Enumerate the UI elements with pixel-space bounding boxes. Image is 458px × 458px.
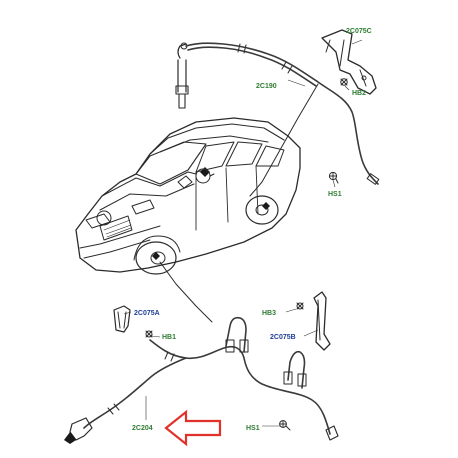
screw-hs1-bottom-icon [279,420,291,431]
vehicle-outline [75,117,301,275]
upper-sensor-harness [175,29,380,197]
label-2c190: 2C190 [256,83,277,90]
label-hs1-bottom: HS1 [246,425,260,432]
bolt-hb1-icon [145,330,153,338]
upper-leader-lines [287,39,363,188]
label-hb3: HB3 [262,310,276,317]
lower-leader-lines [123,308,319,427]
label-2c075b: 2C075B [270,334,296,341]
label-2c204: 2C204 [132,425,153,432]
label-2c075c: 2C075C [346,28,372,35]
label-2c075a: 2C075A [134,310,160,317]
label-hs1-top: HS1 [328,191,342,198]
arrow-left-outline-icon [164,409,222,447]
bolt-hb2-icon [340,78,348,86]
bolt-hb3-icon [296,302,304,310]
screw-hs1-top-icon [328,171,339,184]
lower-sensor-harness [64,291,339,444]
label-hb1: HB1 [162,334,176,341]
label-hb2: HB2 [352,90,366,97]
